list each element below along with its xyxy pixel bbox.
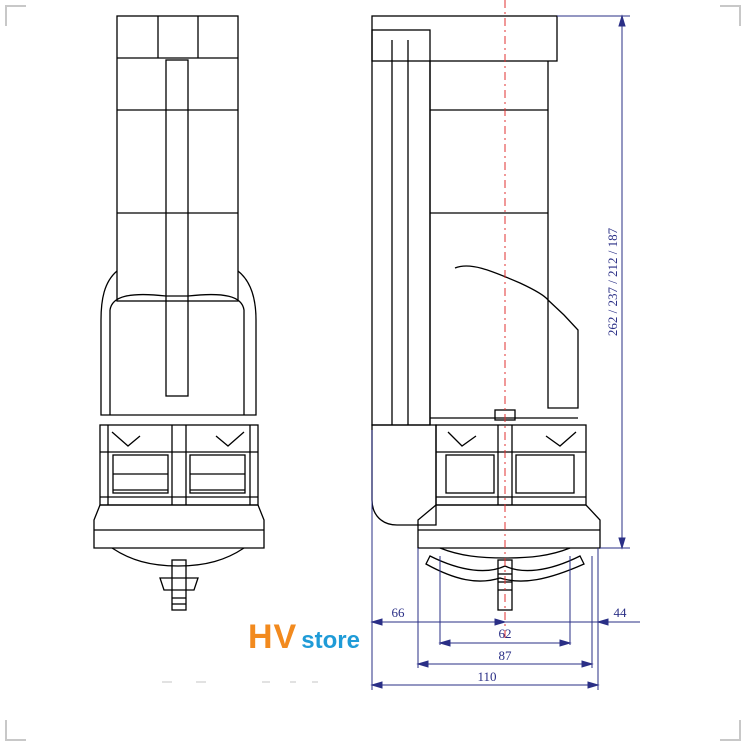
float-housing [547,298,579,409]
front-view [93,15,265,611]
seal-arms [425,555,585,582]
threaded-stud [171,559,187,611]
brand-store: store [301,627,360,654]
side-view [371,15,601,611]
elbow-bend [371,424,437,526]
top-cap [371,15,558,62]
side-overflow-pipe [371,29,431,426]
frame-corners [5,5,741,741]
main-tube [429,61,549,425]
base-flange [93,504,265,549]
height-dimension-label: 262 / 237 / 212 / 187 [605,227,620,336]
dim-62-label: 62 [499,626,512,641]
brand-hv: HV [248,618,298,656]
dim-110-label: 110 [477,669,496,684]
dim-87-label: 87 [499,648,513,663]
dim-66-label: 66 [392,605,406,620]
bottom-seal [111,547,245,567]
valve-body [100,270,257,416]
dimension-lines [370,14,640,690]
dim-44-label: 44 [614,605,628,620]
center-rod [165,59,189,397]
overflow-tube [116,15,239,302]
side-base-flange [417,504,601,549]
